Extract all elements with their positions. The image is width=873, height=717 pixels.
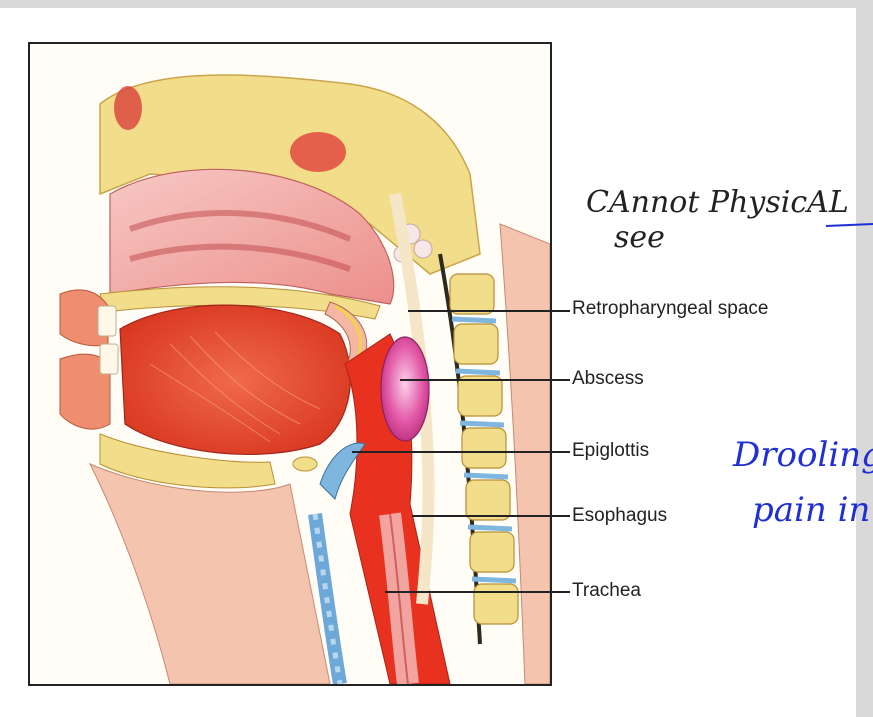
pharyngeal-wall [389,192,435,605]
epiglottis-structure [319,442,366,500]
sagittal-head-neck-illustration [59,74,550,684]
skull-bone [99,74,481,275]
label-epiglottis: Epiglottis [572,440,650,461]
nasal-cavity [109,168,395,305]
lower-lip [59,353,111,430]
handwritten-note-drooling: Drooling [733,435,873,475]
tongue [119,304,351,455]
label-retropharyngeal-space: Retropharyngeal space [572,298,769,319]
handwritten-note-pain-in: pain in [752,490,871,530]
handwritten-note-cannot-physical: CAnnot PhysicAL [586,185,849,220]
label-abscess: Abscess [572,368,644,389]
sphenoid-sinus [290,132,346,172]
mandible [99,433,276,489]
anatomy-figure-frame [28,42,552,686]
label-trachea: Trachea [572,580,641,601]
label-esophagus: Esophagus [572,505,668,526]
abscess-region [380,336,430,442]
neck-soft-tissue [88,463,331,684]
frontal-sinus [114,86,142,130]
hard-palate [99,286,381,320]
vertebrae [449,273,519,625]
handwritten-note-see: see [614,220,665,255]
